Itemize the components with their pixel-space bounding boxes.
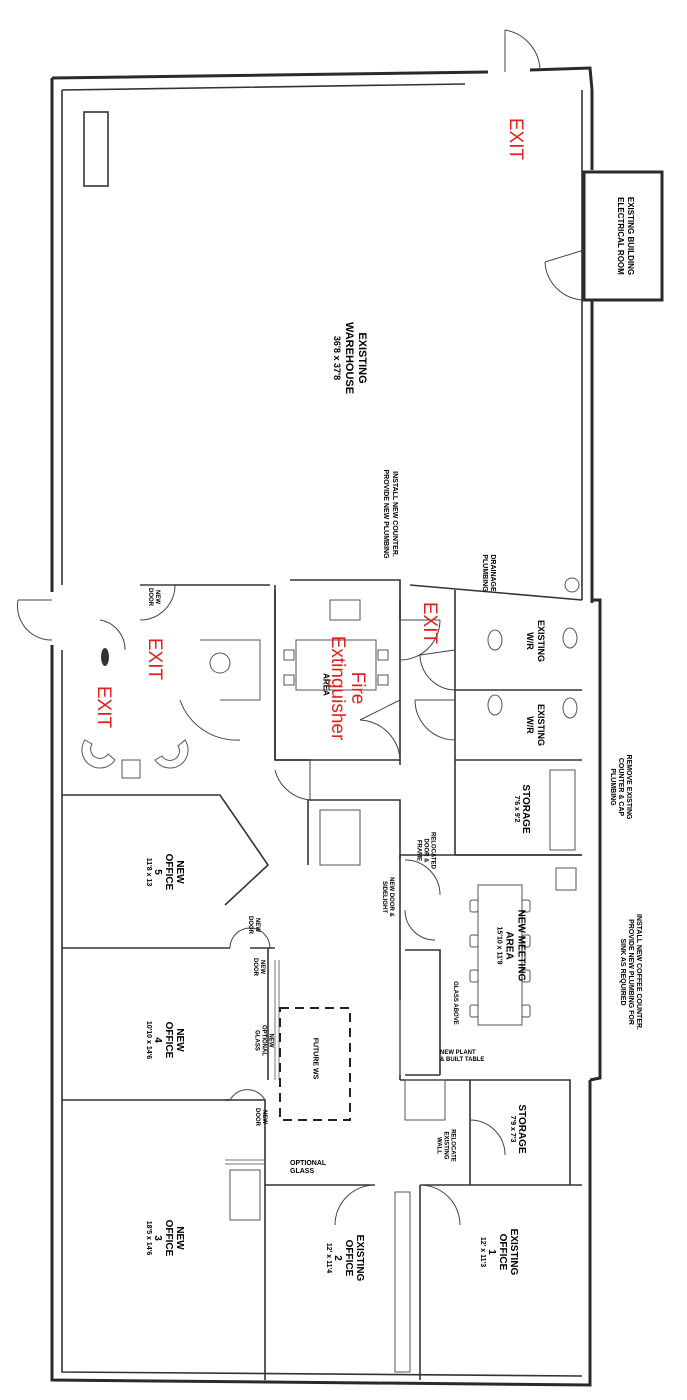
room-label-office1: EXISTING OFFICE 1 12' x 11'3 <box>479 1207 519 1297</box>
room-label-office5: NEW OFFICE 5 11'8 x 13 <box>145 827 185 917</box>
office3-name: NEW OFFICE 3 <box>152 1219 185 1257</box>
exit-annotation-left: EXIT <box>144 637 166 681</box>
note-new-door-a: NEW DOOR <box>247 916 260 934</box>
note-optional-glass-a: NEW OPTIONAL GLASS <box>253 1025 274 1056</box>
office1-name: EXISTING OFFICE 1 <box>486 1228 519 1276</box>
room-label-office2: EXISTING OFFICE 2 12' x 11'4 <box>325 1213 365 1303</box>
office1-dims: 12' x 11'3 <box>479 1236 486 1268</box>
reception-desk <box>319 809 361 866</box>
wr2-name: EXISTING W/R <box>525 703 546 746</box>
office5-dims: 11'8 x 13 <box>145 857 152 887</box>
warehouse-dims: 36'8 x 37'8 <box>332 335 342 381</box>
note-drainage: DRAINAGE PLUMBING <box>481 554 496 592</box>
doors <box>99 584 506 1226</box>
office2-desk <box>394 1191 411 1373</box>
note-remove-counter: REMOVE EXISTING COUNTER & CAP PLUMBING <box>609 754 632 820</box>
wr1-name: EXISTING W/R <box>525 619 546 662</box>
exit-annotation-lobby: EXIT <box>93 685 115 729</box>
meeting-dims: 15'10 x 11'9 <box>495 926 503 965</box>
warehouse-name: EXISTING WAREHOUSE <box>343 321 368 395</box>
note-new-door-sidelight: NEW DOOR & SIDELIGHT <box>381 877 394 917</box>
room-label-electrical: EXISTING BUILDING ELECTRICAL ROOM <box>615 186 635 286</box>
room-label-office4: NEW OFFICE 4 10'10 x 14'6 <box>145 995 185 1085</box>
note-new-door-b: NEW DOOR <box>252 958 265 976</box>
room-label-warehouse: EXISTING WAREHOUSE 36'8 x 37'8 <box>332 298 368 418</box>
meeting-table <box>469 884 531 1026</box>
room-label-wr2: EXISTING W/R <box>524 695 546 755</box>
top-exit-door <box>504 29 541 72</box>
note-relocated-door: RELOCATED DOOR & FRAME <box>415 832 436 869</box>
electrical-name: EXISTING BUILDING ELECTRICAL ROOM <box>616 196 635 276</box>
warehouse-window <box>83 111 109 187</box>
kitchen-tables <box>283 599 389 691</box>
note-optional-glass-b: OPTIONAL GLASS <box>290 1160 327 1175</box>
office3-credenza <box>229 1169 261 1221</box>
lobby-chairs <box>81 639 261 779</box>
note-relocate-wall: RELOCATE EXISTING WALL <box>435 1129 456 1162</box>
storage-a-dims: 7'6 x 9'2 <box>513 795 520 823</box>
office3-dims: 18'5 x 14'6 <box>145 1220 152 1256</box>
note-new-door-d: NEW DOOR <box>147 588 160 606</box>
office4-dims: 10'10 x 14'6 <box>145 1020 152 1060</box>
note-glass-above: GLASS ABOVE <box>452 981 458 1025</box>
electrical-door <box>544 249 585 301</box>
office2-dims: 12' x 11'4 <box>325 1242 332 1274</box>
note-coffee: INSTALL NEW COFFEE COUNTER. PROVIDE NEW … <box>619 913 642 1031</box>
storage-b-dims: 7'9 x 7'3 <box>509 1115 516 1143</box>
room-label-office3: NEW OFFICE 3 18'5 x 14'6 <box>145 1193 185 1283</box>
note-new-door-c: NEW DOOR <box>254 1108 267 1126</box>
room-label-wr1: EXISTING W/R <box>524 611 546 671</box>
exit-annotation-top: EXIT <box>505 117 527 161</box>
storage-shelving <box>404 1079 446 1121</box>
office2-name: EXISTING OFFICE 2 <box>332 1234 365 1282</box>
exterior-walls <box>50 66 664 1387</box>
storage-a-name: STORAGE <box>520 784 531 834</box>
room-label-storage-b: STORAGE 7'9 x 7'3 <box>509 1089 527 1169</box>
glazing <box>225 960 401 1165</box>
future-ws-outline <box>279 1007 351 1121</box>
storage-b-name: STORAGE <box>516 1104 527 1154</box>
left-exit-door <box>16 599 53 641</box>
office5-name: NEW OFFICE 5 <box>152 853 185 891</box>
note-counter: INSTALL NEW COUNTER. PROVIDE NEW PLUMBIN… <box>382 469 398 559</box>
exit-annotation-mid: EXIT <box>419 601 441 645</box>
note-future-ws: FUTURE WS <box>311 1037 319 1080</box>
room-label-meeting: NEW MEETING AREA 15'10 x 11'9 <box>496 901 527 991</box>
washroom-fixtures <box>487 577 580 891</box>
fire-extinguisher-annotation: Fire Extinguisher <box>327 635 368 741</box>
note-new-plant-table: NEW PLANT & BUILT TABLE <box>440 1050 485 1063</box>
room-label-storage-a: STORAGE 7'6 x 9'2 <box>513 769 531 849</box>
meeting-name: NEW MEETING AREA <box>503 909 527 982</box>
office4-name: NEW OFFICE 4 <box>152 1021 185 1059</box>
